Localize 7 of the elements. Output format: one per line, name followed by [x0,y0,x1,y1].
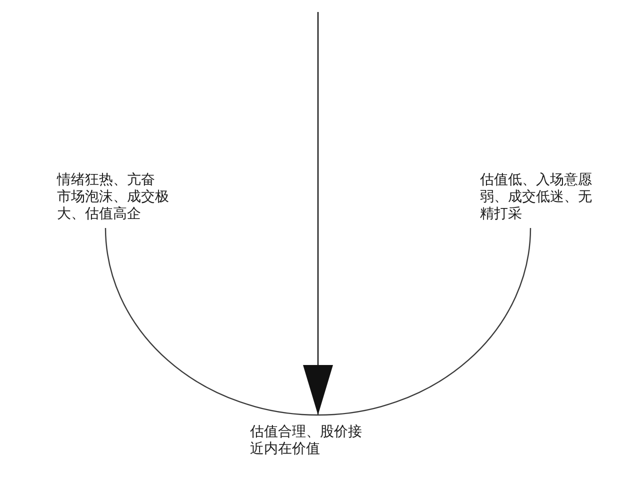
arc-line [104,228,318,416]
arc-line [318,228,532,416]
state-label: 情绪狂热、亢奋 [57,172,155,189]
state-label: 市场泡沫、成交极大、估值高企 [57,189,170,223]
state-label: 估值合理、股价接近内在价值 [250,424,363,458]
arrow [303,12,333,415]
state-label: 估值低、入场意愿弱、成交低迷、无精打采 [480,172,593,223]
